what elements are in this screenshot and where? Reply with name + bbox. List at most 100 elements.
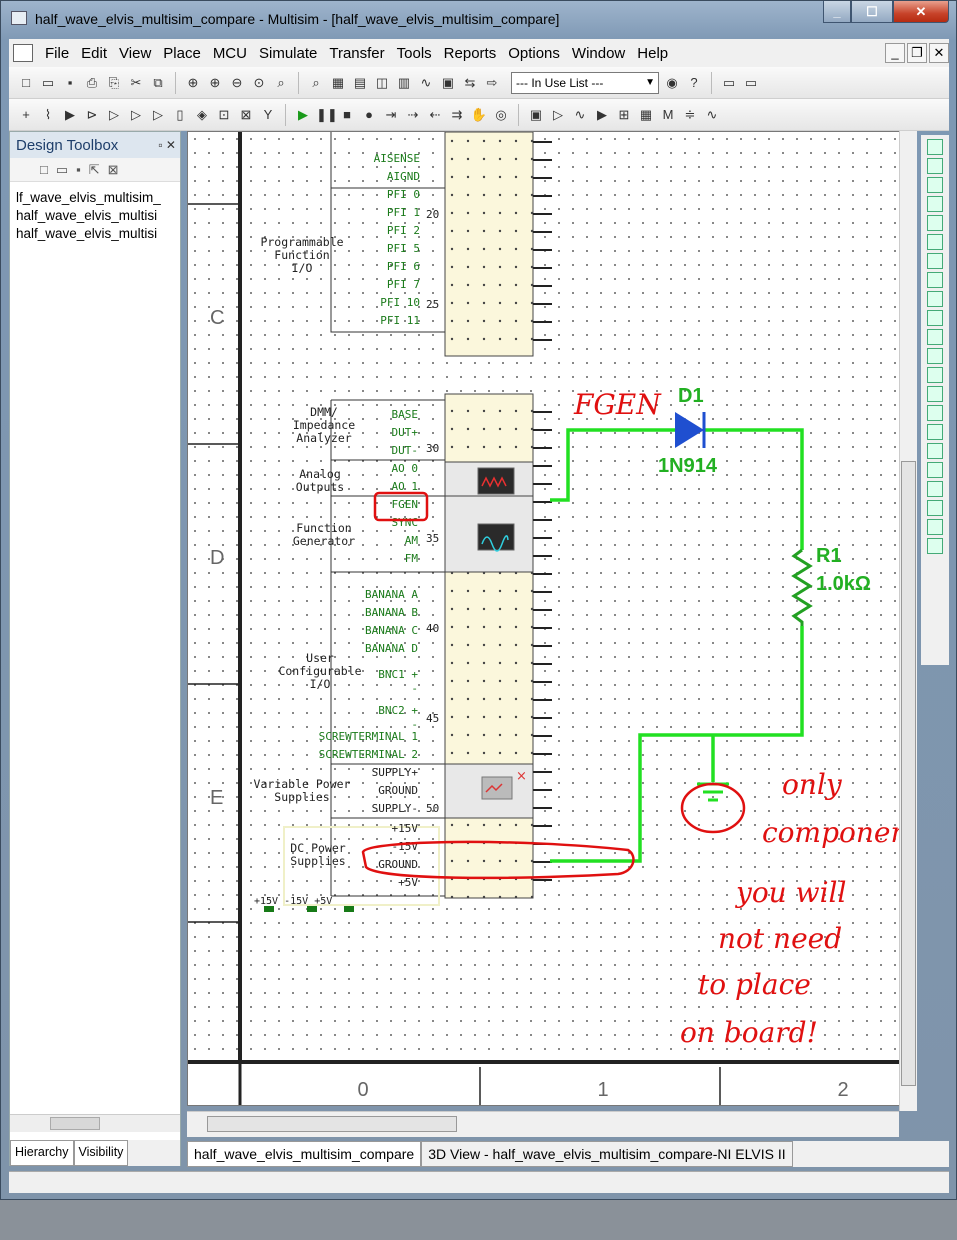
pause-icon[interactable]: ❚❚	[316, 106, 338, 122]
tab-3d-view[interactable]: 3D View - half_wave_elvis_multisim_compa…	[421, 1141, 793, 1167]
word-generator-icon[interactable]	[927, 272, 943, 288]
menu-reports[interactable]: Reports	[443, 44, 497, 62]
copy-icon[interactable]: ⧉	[153, 74, 163, 90]
agilent-generator-icon[interactable]	[927, 405, 943, 421]
menu-simulate[interactable]: Simulate	[258, 44, 318, 62]
mcu-icon[interactable]: ▯	[176, 106, 184, 122]
open-icon[interactable]: ▭	[41, 74, 55, 90]
menu-transfer[interactable]: Transfer	[329, 44, 385, 62]
spectrum-analyzer-icon[interactable]	[927, 367, 943, 383]
hand-icon[interactable]: ✋	[470, 106, 488, 122]
multimeter-icon[interactable]	[927, 139, 943, 155]
menu-tools[interactable]: Tools	[396, 44, 432, 62]
instrument-panel-icon[interactable]: ▭	[722, 74, 736, 90]
indicator-icon[interactable]: ◈	[197, 106, 207, 122]
scroll-thumb[interactable]	[207, 1116, 457, 1132]
menu-help[interactable]: Help	[637, 44, 669, 62]
transfer-icon[interactable]: ⇨	[486, 74, 498, 90]
breadboard-icon[interactable]: ▭	[744, 74, 758, 90]
function-generator-icon[interactable]	[927, 158, 943, 174]
export-icon[interactable]: ⇱	[88, 161, 100, 177]
step-out-icon[interactable]: ⇠	[429, 106, 441, 122]
logic-converter-icon[interactable]	[927, 291, 943, 307]
menu-window[interactable]: Window	[571, 44, 626, 62]
file-tree-item[interactable]: half_wave_elvis_multisi	[16, 208, 158, 223]
menu-view[interactable]: View	[119, 44, 152, 62]
place-probe-icon[interactable]: ▷	[553, 106, 563, 122]
mdi-minimize-button[interactable]: _	[885, 43, 905, 63]
menu-mcu[interactable]: MCU	[212, 44, 247, 62]
scroll-thumb[interactable]	[50, 1117, 100, 1130]
grapher-icon[interactable]: ▥	[397, 74, 411, 90]
run-to-cursor-icon[interactable]: ⇉	[451, 106, 463, 122]
canvas-vertical-scrollbar[interactable]	[899, 131, 917, 1111]
probe-voltage-icon[interactable]: ∿	[574, 106, 586, 122]
wattmeter-icon[interactable]	[927, 177, 943, 193]
ttl-icon[interactable]: ▷	[131, 106, 141, 122]
document-icon[interactable]	[13, 44, 33, 62]
place-module-icon[interactable]: ▦	[639, 106, 653, 122]
basic-icon[interactable]: ⌇	[44, 106, 52, 122]
mdi-restore-button[interactable]: ❐	[907, 43, 927, 63]
diode-icon[interactable]: ▶	[65, 106, 75, 122]
stop-icon[interactable]: ■	[343, 106, 351, 122]
frequency-counter-icon[interactable]	[927, 253, 943, 269]
tab-visibility[interactable]: Visibility	[73, 1140, 129, 1166]
zoom-full-icon[interactable]: ⌕	[277, 74, 285, 90]
cut-icon[interactable]: ✂	[130, 74, 142, 90]
print-preview-icon[interactable]: ⎘	[108, 74, 120, 90]
in-use-list-dropdown[interactable]: --- In Use List ---	[511, 71, 659, 94]
postprocessor-icon[interactable]: ∿	[420, 74, 432, 90]
backannotate-icon[interactable]: ⇆	[464, 74, 476, 90]
step-icon[interactable]: ⇥	[385, 106, 397, 122]
zoom-fit-icon[interactable]: ⊙	[253, 74, 265, 90]
component-wizard-icon[interactable]: ◫	[375, 74, 389, 90]
four-channel-oscilloscope-icon[interactable]	[927, 215, 943, 231]
save-file-icon[interactable]: ▪	[76, 162, 81, 177]
maximize-button[interactable]: ☐	[851, 1, 893, 23]
power-icon[interactable]: ⊡	[218, 106, 230, 122]
mdi-close-button[interactable]: ✕	[929, 43, 949, 63]
labview-icon[interactable]	[927, 481, 943, 497]
rf-icon[interactable]: Y	[263, 106, 273, 122]
step-over-icon[interactable]: ⇢	[407, 106, 419, 122]
new-file-icon[interactable]: □	[40, 162, 48, 177]
place-bus-icon[interactable]: ⊞	[618, 106, 630, 122]
erc-icon[interactable]: ▣	[441, 74, 455, 90]
transistor-icon[interactable]: ⊳	[86, 106, 98, 122]
logic-analyzer-icon[interactable]	[927, 310, 943, 326]
canvas-horizontal-scrollbar[interactable]	[187, 1111, 899, 1137]
close-button[interactable]: ✕	[893, 1, 949, 23]
measurement-probe-icon[interactable]	[927, 538, 943, 554]
current-probe-icon[interactable]	[927, 519, 943, 535]
cmos-icon[interactable]: ▷	[153, 106, 163, 122]
minimize-button[interactable]: _	[823, 1, 851, 23]
globe-icon[interactable]: ◉	[666, 74, 678, 90]
3d-view-icon[interactable]: ▣	[529, 106, 543, 122]
bode-plotter-icon[interactable]	[927, 234, 943, 250]
spreadsheet-icon[interactable]: ▦	[331, 74, 345, 90]
tab-schematic[interactable]: half_wave_elvis_multisim_compare	[187, 1141, 422, 1167]
menu-edit[interactable]: Edit	[81, 44, 108, 62]
print-icon[interactable]: ⎙	[86, 74, 98, 90]
file-tree-item[interactable]: half_wave_elvis_multisi	[16, 226, 158, 241]
network-analyzer-icon[interactable]	[927, 386, 943, 402]
database-icon[interactable]: ▤	[353, 74, 367, 90]
tektronix-oscilloscope-icon[interactable]	[927, 462, 943, 478]
zoom-area-icon[interactable]: ⊕	[187, 74, 199, 90]
panel-close-icon[interactable]: ▫ ✕	[158, 138, 176, 152]
save-icon[interactable]: ▪	[67, 74, 73, 90]
oscilloscope-icon[interactable]	[927, 196, 943, 212]
find-icon[interactable]: ⌕	[312, 74, 320, 90]
zoom-out-icon[interactable]: ⊖	[231, 74, 243, 90]
agilent-multimeter-icon[interactable]	[927, 424, 943, 440]
scroll-thumb[interactable]	[901, 461, 916, 1086]
zoom-in-icon[interactable]: ⊕	[209, 74, 221, 90]
align-icon[interactable]: ≑	[684, 106, 696, 122]
run-icon[interactable]: ▶	[298, 106, 308, 122]
place-m-icon[interactable]: M	[662, 106, 674, 122]
probe-icon[interactable]: ●	[365, 106, 373, 122]
file-tree-item[interactable]: lf_wave_elvis_multisim_	[16, 190, 161, 205]
toolbox-horizontal-scrollbar[interactable]	[10, 1114, 180, 1132]
menu-file[interactable]: File	[45, 44, 70, 62]
